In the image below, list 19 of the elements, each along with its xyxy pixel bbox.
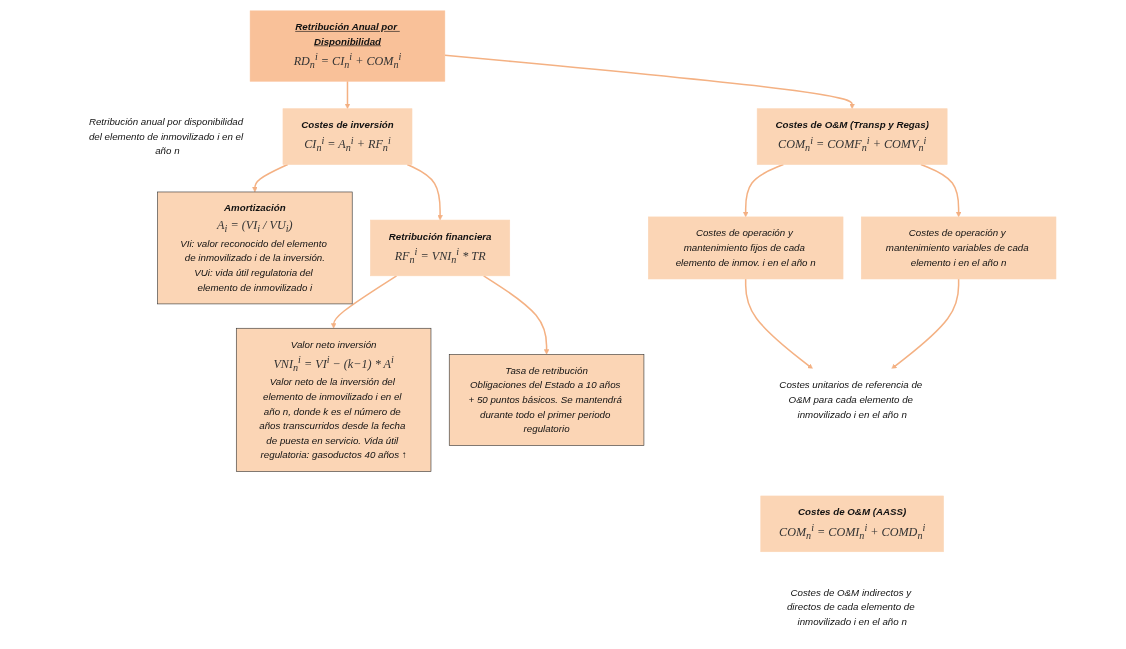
arrow: [252, 163, 289, 193]
node-box: Costes de operación y mantenimiento variables de cada elemento i en el año n: [860, 216, 1057, 280]
node-text: Costes unitarios de referencia de O&M para cada elemento de inmovilizado i en el año n: [779, 379, 923, 420]
node-box: Tasa de retribución Obligaciones del Estado a 10 años + 50 puntos básicos. Se mantendrá durante todo el primer periodo regulatorio: [448, 354, 645, 446]
node-box: Amortización A$_{i}$ = (VI$_{i}$ / VU$_{i}$) VIi: valor reconocido del elemento de inmovilizado i de la inversión. VUi: vida útil regulatoria del elemento de inmovilizado i: [157, 191, 353, 305]
node-box: Costes de operación y mantenimiento fijos de cada elemento de inmov. i en el año n: [648, 216, 844, 280]
arrow: [406, 163, 443, 221]
node-box: Retribución financiera RF$_{n}$$^{i}$ = VNI$_{n}$$^{i}$ * TR: [370, 219, 511, 277]
arrow: [744, 278, 813, 370]
arrow: [891, 278, 960, 370]
arrow: [743, 163, 785, 218]
node-label: Costes de O&M indirectos y directos de cada elemento de inmovilizado i en el año n: [786, 587, 915, 627]
arrow: [444, 54, 855, 109]
arrow: [482, 275, 550, 355]
arrow: [920, 163, 962, 218]
node-box: Valor neto inversión VNI$_{n}$$^{i}$ = VI$^{i}$ − (k−1) * A$^{i}$ Valor neto de la inversión del elemento de inmovilizado i en el año n, donde k es el número de años transcurridos desde la fecha de puesta en servicio. Vida útil regulatoria: gasoductos 40 años ↑: [235, 327, 432, 472]
arrow: [330, 275, 398, 329]
arrow: [344, 80, 351, 109]
node-label: Retribución anual por disponibilidad del elemento de inmovilizado i en el año n: [88, 116, 244, 157]
